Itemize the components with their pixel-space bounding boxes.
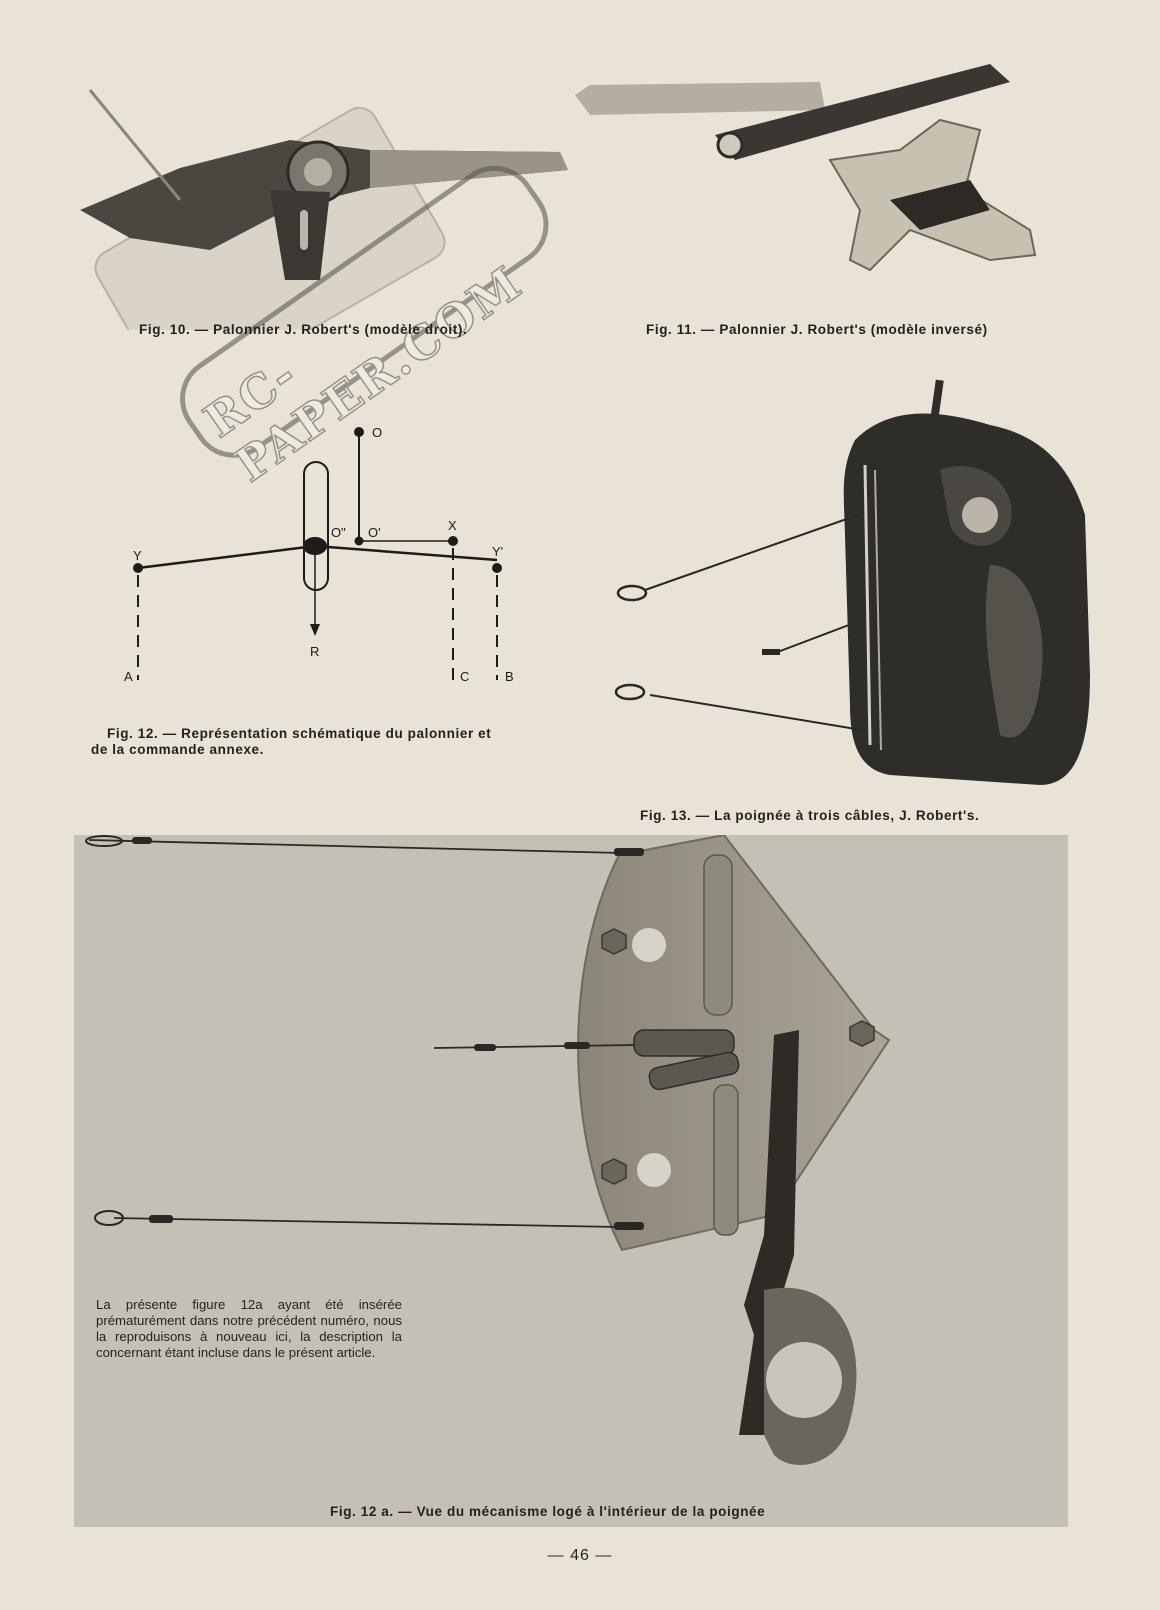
fig12-caption-line2: de la commande annexe. [91,742,265,757]
fig13-caption: Fig. 13. — La poignée à trois câbles, J.… [640,808,980,823]
fig10-photo [70,80,590,404]
label-O-double: O" [331,525,346,540]
fig12a-photo [74,833,1068,1527]
fig13-photo [600,375,1100,795]
label-O-prime: O' [368,525,381,540]
label-R: R [310,644,319,659]
fig11-photo [570,60,1070,290]
fig12a-caption: Fig. 12 a. — Vue du mécanisme logé à l'i… [330,1504,766,1519]
fig10-caption: Fig. 10. — Palonnier J. Robert's (modèle… [139,322,468,337]
label-X: X [448,518,457,533]
label-C: C [460,669,469,684]
fig11-caption: Fig. 11. — Palonnier J. Robert's (modèle… [646,322,988,337]
label-Y-prime: Y' [492,544,503,559]
label-A: A [124,669,133,684]
fig12-caption-line1: Fig. 12. — Représentation schématique du… [107,726,492,741]
fig12a-note: La présente figure 12a ayant été insérée… [96,1297,402,1360]
label-Y: Y [133,548,142,563]
watermark-stamp: RC-PAPER.COM [146,126,593,514]
page-number: — 46 — [547,1547,613,1564]
label-B: B [505,669,514,684]
